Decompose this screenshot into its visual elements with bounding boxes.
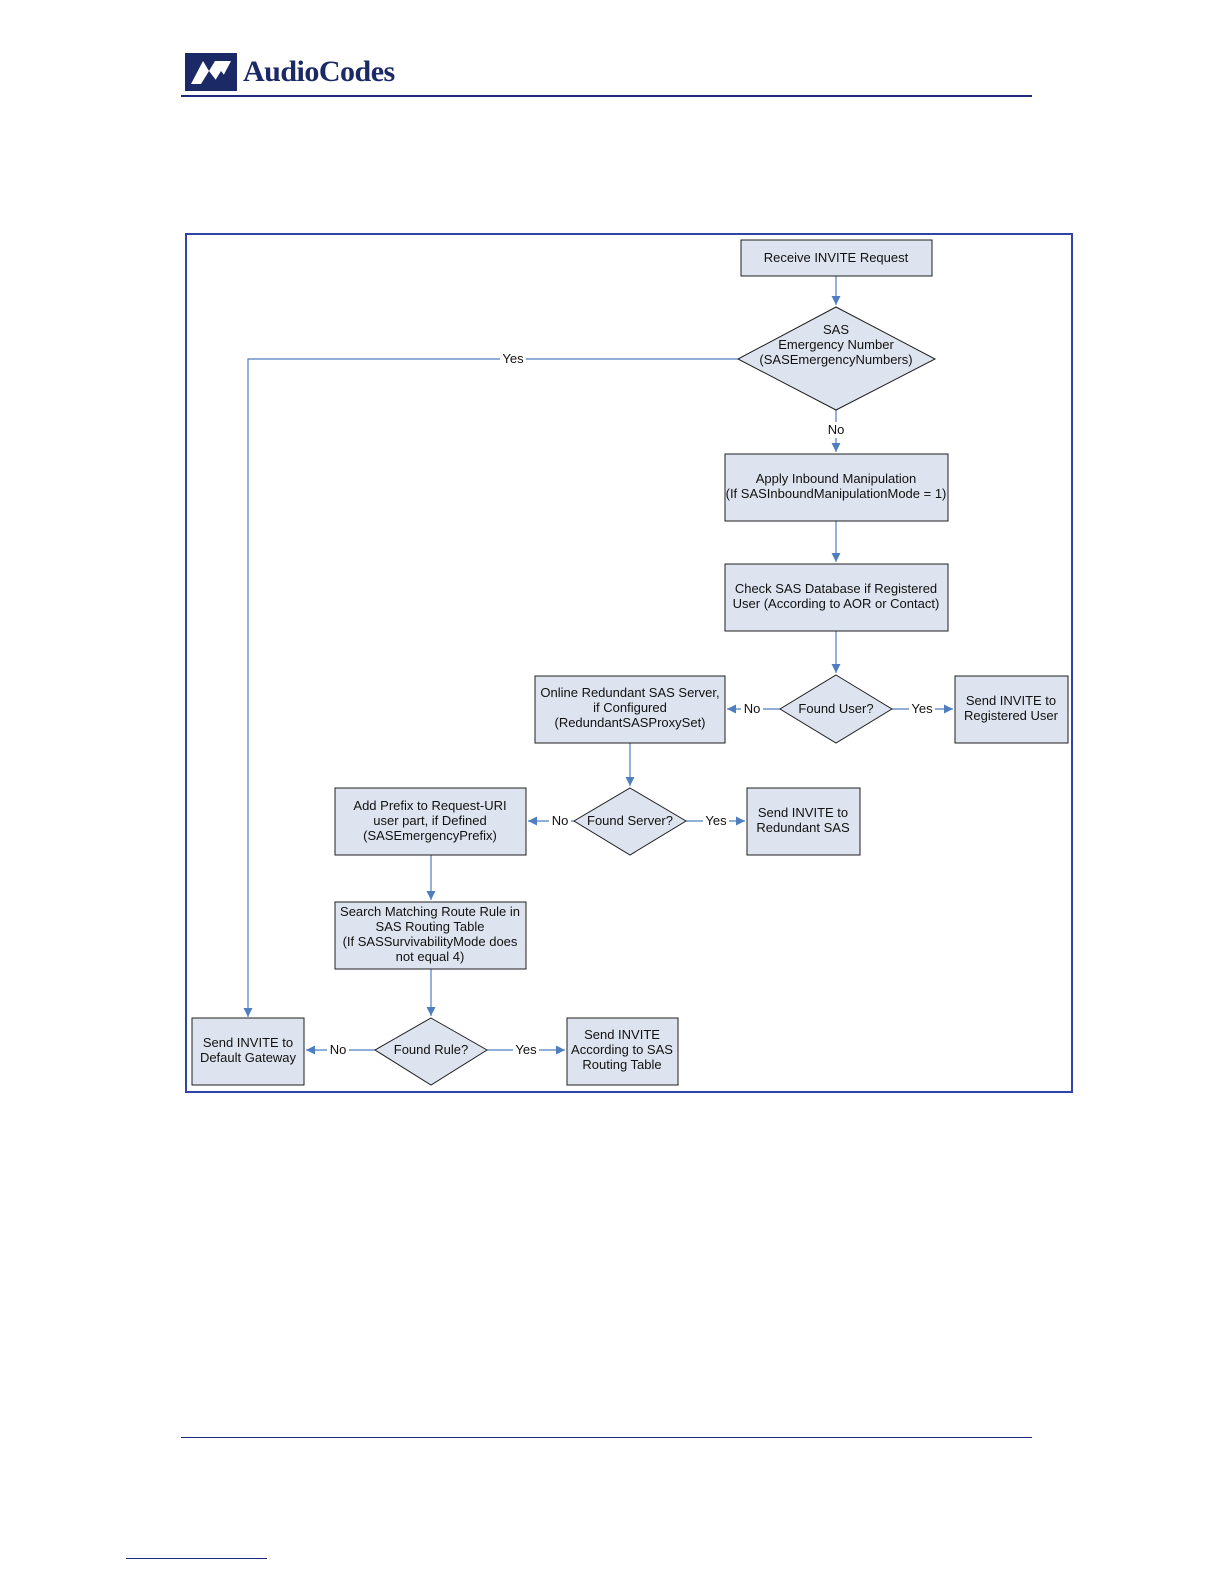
node-redundant-line2: if Configured xyxy=(593,700,667,715)
node-inbound-line2: (If SASInboundManipulationMode = 1) xyxy=(726,486,947,501)
node-redundant-sas-server: Online Redundant SAS Server, if Configur… xyxy=(534,675,726,744)
decision-found-server-text: Found Server? xyxy=(587,813,673,828)
node-send-redundant-sas: Send INVITE to Redundant SAS xyxy=(746,787,861,856)
node-search-line1: Search Matching Route Rule in xyxy=(340,904,520,919)
decision-emergency-line2: Emergency Number xyxy=(778,337,894,352)
label-emergency-no: No xyxy=(828,422,845,437)
node-receive-invite-text: Receive INVITE Request xyxy=(764,250,909,265)
audiocodes-logo: AudioCodes xyxy=(185,52,395,92)
node-add-prefix-line2: user part, if Defined xyxy=(373,813,486,828)
node-send-routing-line1: Send INVITE xyxy=(584,1027,660,1042)
label-emergency-yes: Yes xyxy=(502,351,524,366)
node-redundant-line1: Online Redundant SAS Server, xyxy=(540,685,719,700)
node-receive-invite: Receive INVITE Request xyxy=(740,239,933,277)
node-send-routing-line2: According to SAS xyxy=(571,1042,673,1057)
node-inbound-line1: Apply Inbound Manipulation xyxy=(756,471,916,486)
node-send-registered-line1: Send INVITE to xyxy=(966,693,1056,708)
footnote-rule xyxy=(126,1558,267,1559)
node-send-default-line2: Default Gateway xyxy=(200,1050,297,1065)
decision-found-server: Found Server? xyxy=(573,787,687,856)
node-add-prefix: Add Prefix to Request-URI user part, if … xyxy=(334,787,527,856)
node-check-line1: Check SAS Database if Registered xyxy=(735,581,937,596)
decision-emergency-line1: SAS xyxy=(823,322,849,337)
label-foundrule-no: No xyxy=(330,1042,347,1057)
node-send-redundant-line2: Redundant SAS xyxy=(756,820,850,835)
node-redundant-line3: (RedundantSASProxySet) xyxy=(554,715,705,730)
node-check-database: Check SAS Database if Registered User (A… xyxy=(724,563,949,632)
node-send-registered-line2: Registered User xyxy=(964,708,1059,723)
node-send-routing-line3: Routing Table xyxy=(582,1057,661,1072)
label-foundserver-no: No xyxy=(552,813,569,828)
label-founduser-no: No xyxy=(744,701,761,716)
node-add-prefix-line3: (SASEmergencyPrefix) xyxy=(363,828,497,843)
decision-emergency-number: SAS Emergency Number (SASEmergencyNumber… xyxy=(736,306,937,411)
node-search-line4: not equal 4) xyxy=(396,949,465,964)
label-foundserver-yes: Yes xyxy=(705,813,727,828)
header-rule xyxy=(181,95,1032,97)
decision-emergency-line3: (SASEmergencyNumbers) xyxy=(759,352,912,367)
decision-found-user-text: Found User? xyxy=(798,701,873,716)
audiocodes-logo-icon xyxy=(185,53,237,91)
node-send-redundant-line1: Send INVITE to xyxy=(758,805,848,820)
node-send-default-gateway: Send INVITE to Default Gateway xyxy=(191,1017,305,1086)
node-inbound-manipulation: Apply Inbound Manipulation (If SASInboun… xyxy=(724,453,949,522)
node-check-line2: User (According to AOR or Contact) xyxy=(733,596,940,611)
node-send-routing-table: Send INVITE According to SAS Routing Tab… xyxy=(566,1017,679,1086)
node-send-default-line1: Send INVITE to xyxy=(203,1035,293,1050)
node-search-line3: (If SASSurvivabilityMode does xyxy=(343,934,518,949)
node-send-registered-user: Send INVITE to Registered User xyxy=(954,675,1069,744)
connector-emergency-yes xyxy=(243,358,738,1017)
decision-found-user: Found User? xyxy=(779,674,893,744)
node-search-line2: SAS Routing Table xyxy=(376,919,485,934)
node-add-prefix-line1: Add Prefix to Request-URI xyxy=(353,798,506,813)
brand-name: AudioCodes xyxy=(243,55,395,88)
decision-found-rule-text: Found Rule? xyxy=(394,1042,468,1057)
diagram-frame xyxy=(185,233,1073,1093)
footer-rule xyxy=(181,1437,1032,1438)
label-foundrule-yes: Yes xyxy=(515,1042,537,1057)
decision-found-rule: Found Rule? xyxy=(374,1017,488,1086)
label-founduser-yes: Yes xyxy=(911,701,933,716)
node-search-route-rule: Search Matching Route Rule in SAS Routin… xyxy=(334,901,527,970)
